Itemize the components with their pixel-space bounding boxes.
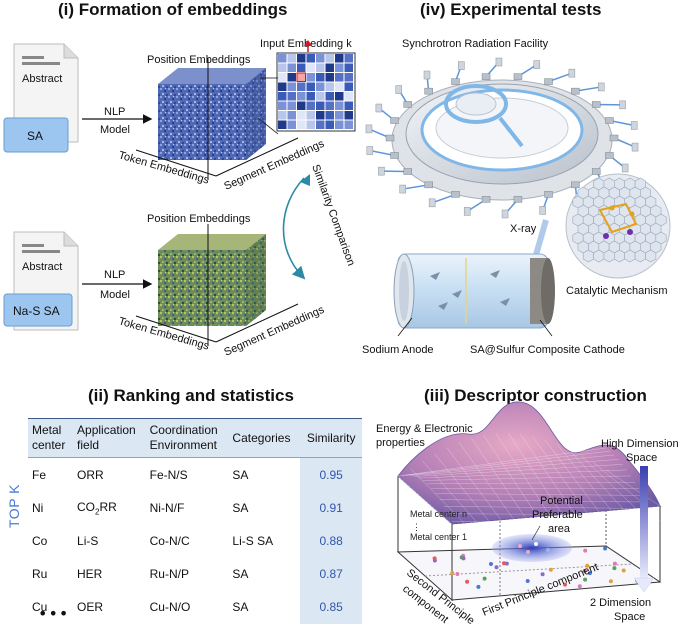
cell-category: SA — [232, 467, 249, 482]
cell-similarity: 0.85 — [300, 590, 362, 624]
cell-application: ORR — [77, 467, 104, 482]
cell-application: OER — [77, 600, 104, 615]
cell-coordination: Ni-N/F — [149, 500, 185, 515]
two-dimension-label-1: 2 Dimension — [590, 597, 651, 609]
metal-center-n-label: Metal center n — [410, 509, 467, 519]
top-k-label: TOP K — [6, 483, 22, 528]
position-embeddings-label-1: Position Embeddings — [147, 54, 251, 66]
energy-label-2: properties — [376, 437, 425, 449]
abstract-document-2: Abstract Na-S SA — [3, 231, 79, 331]
similarity-comparison-label: Similarity Comparison — [309, 163, 357, 268]
table-row: Ru HER Ru-N/P SA 0.87 — [28, 557, 362, 591]
potential-label-2: Preferable — [532, 509, 583, 521]
cell-similarity: 0.87 — [300, 557, 362, 591]
cell-application: HER — [77, 567, 103, 582]
high-dimension-label-1: High Dimension — [601, 438, 679, 450]
cell-coordination: Ru-N/P — [149, 567, 189, 582]
two-dimension-label-2: Space — [614, 611, 645, 623]
doc-label-na-s-sa: Na-S SA — [13, 304, 60, 318]
table-row: Co Li-S Co-N/C Li-S SA 0.88 — [28, 524, 362, 558]
sodium-anode-label: Sodium Anode — [362, 344, 434, 356]
embedding-cube-blue — [158, 68, 266, 160]
position-embeddings-label-2: Position Embeddings — [147, 213, 251, 225]
segment-axis-1 — [215, 137, 299, 177]
cell-category: Li-S SA — [232, 534, 274, 549]
header-similarity: Similarity — [300, 418, 362, 458]
cell-application: Li-S — [77, 534, 99, 549]
dimension-reduction-arrow — [640, 466, 648, 578]
input-embedding-grid — [276, 52, 356, 132]
panel-iv-title: (iv) Experimental tests — [420, 0, 601, 19]
more-rows-ellipsis: ••• — [38, 604, 70, 623]
panel-iii-title: (iii) Descriptor construction — [424, 386, 647, 405]
cell-similarity: 0.88 — [300, 524, 362, 558]
segment-axis-2 — [215, 303, 299, 343]
nlp-label-2: NLP — [104, 269, 125, 281]
potential-preferable-area — [492, 534, 572, 562]
token-axis-2 — [135, 315, 217, 343]
cell-coordination: Co-N/C — [149, 534, 190, 549]
cell-category: SA — [232, 500, 249, 515]
high-dimension-label-2: Space — [626, 452, 657, 464]
panel-ii-title: (ii) Ranking and statistics — [88, 386, 294, 405]
panel-i-title: (i) Formation of embeddings — [58, 0, 288, 19]
table-row: Fe ORR Fe-N/S SA 0.95 — [28, 457, 362, 492]
doc-label-sa: SA — [27, 129, 43, 143]
xray-label: X-ray — [510, 223, 537, 235]
cell-metal: Cu — [32, 600, 48, 615]
vertical-ellipsis: ⋮ — [412, 522, 421, 532]
cell-coordination: Cu-N/O — [149, 600, 191, 615]
model-label-2: Model — [100, 289, 130, 301]
synchrotron-ring — [391, 79, 613, 201]
cell-metal: Ru — [32, 567, 48, 582]
scatter-points-2d — [432, 542, 640, 589]
cell-similarity: 0.91 — [300, 491, 362, 525]
cell-metal: Fe — [32, 467, 47, 482]
cell-metal: Co — [32, 534, 48, 549]
cell-coordination: Fe-N/S — [149, 467, 188, 482]
abstract-document-1: Abstract SA — [3, 43, 79, 153]
abstract-header-2: Abstract — [22, 261, 62, 273]
catalytic-mechanism-inset — [565, 173, 671, 279]
cell-category: SA — [232, 600, 249, 615]
cell-similarity: 0.95 — [300, 457, 362, 492]
energy-surface — [397, 401, 661, 525]
similarity-arrow-up-head — [300, 174, 310, 186]
potential-label-3: area — [548, 523, 571, 535]
energy-label-1: Energy & Electronic — [376, 423, 473, 435]
cathode-label: SA@Sulfur Composite Cathode — [470, 344, 625, 356]
cell-application: CO2RR — [77, 499, 117, 517]
similarity-arrow-down — [282, 177, 306, 280]
table-row: Cu OER Cu-N/O SA 0.85 — [28, 590, 362, 624]
nlp-label-1: NLP — [104, 106, 125, 118]
potential-label-1: Potential — [540, 495, 583, 507]
embedding-cube-green — [158, 234, 266, 326]
cell-metal: Ni — [32, 500, 44, 515]
cell-category: SA — [232, 567, 249, 582]
synchrotron-label: Synchrotron Radiation Facility — [402, 38, 549, 50]
model-label-1: Model — [100, 124, 130, 136]
metal-center-1-label: Metal center 1 — [410, 532, 467, 542]
header-categories: Categories — [228, 418, 301, 458]
table-row: Ni CO2RR Ni-N/F SA 0.91 — [28, 491, 362, 525]
abstract-header-1: Abstract — [22, 73, 62, 85]
catalytic-mechanism-label: Catalytic Mechanism — [566, 285, 667, 297]
token-axis-1 — [135, 149, 217, 177]
sodium-sulfur-battery — [393, 253, 555, 329]
